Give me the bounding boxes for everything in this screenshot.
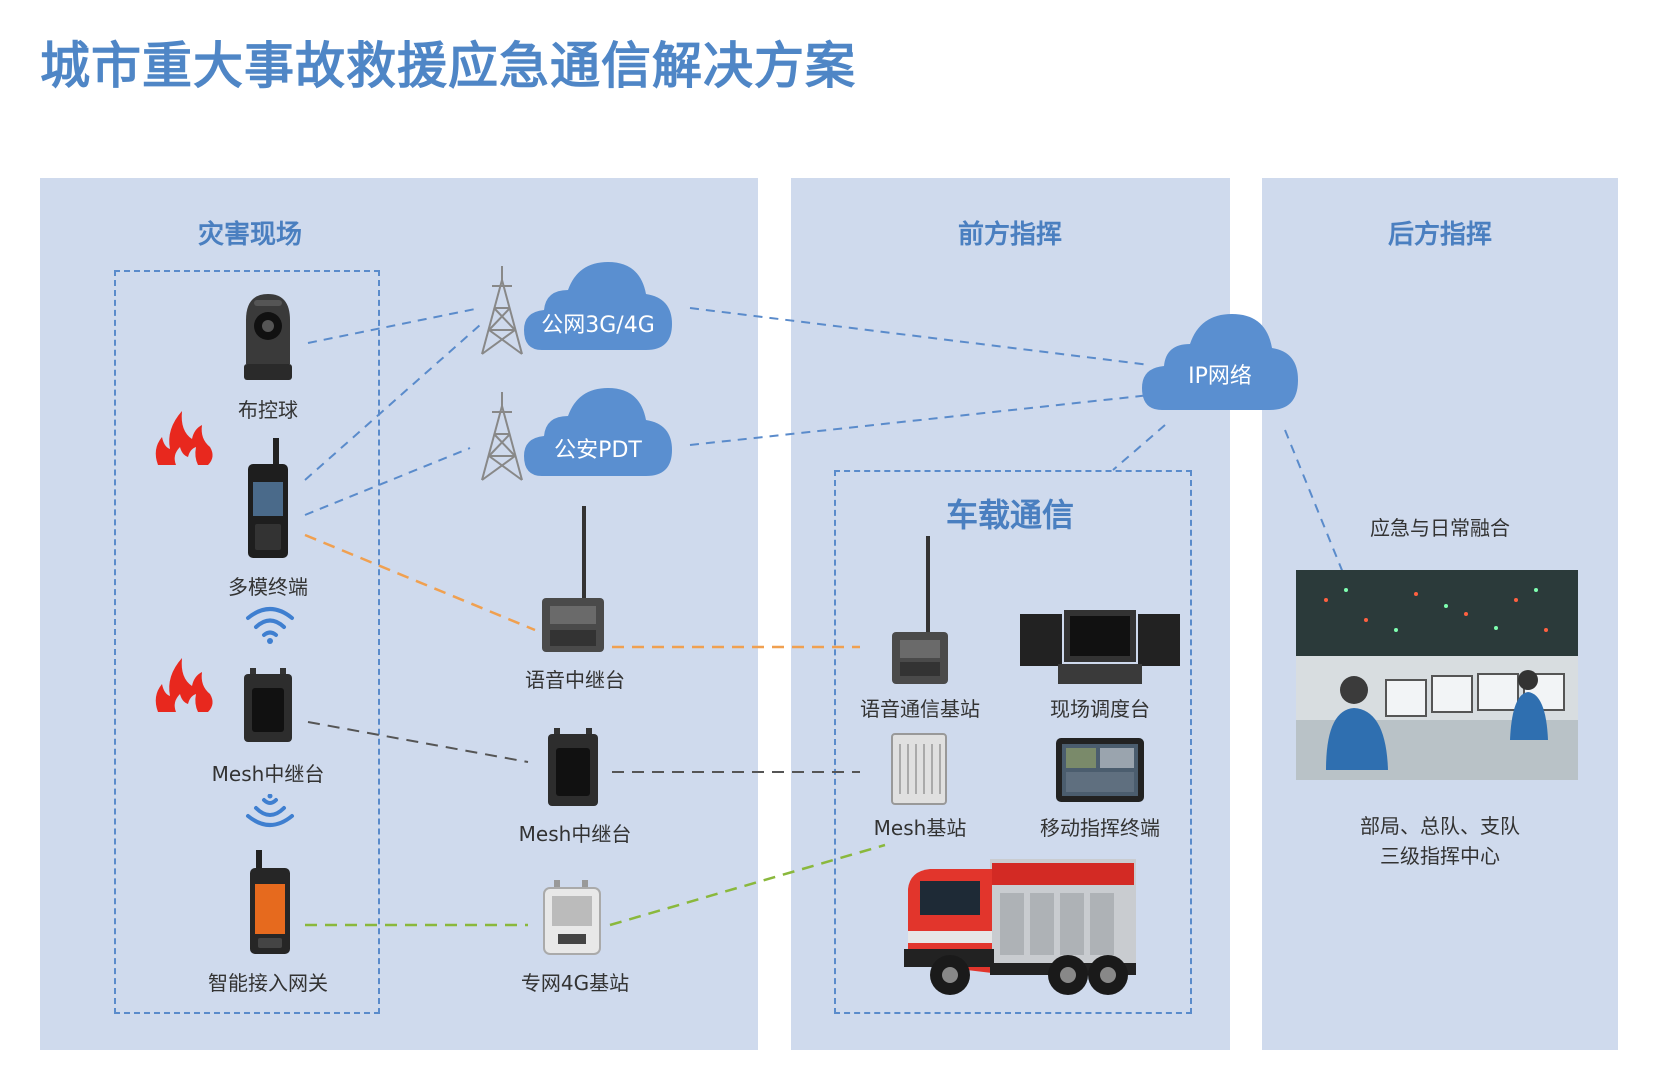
link-camera-public — [307, 307, 481, 344]
link-public-ip — [689, 307, 1151, 366]
link-terminal-pdt — [304, 447, 471, 516]
multimode-label: 多模终端 — [228, 575, 308, 599]
fire-icon — [155, 411, 213, 465]
wifi-icon — [246, 607, 294, 644]
gateway-label: 智能接入网关 — [208, 971, 328, 995]
mobile-terminal-label: 移动指挥终端 — [1040, 816, 1160, 840]
panel-title-front: 前方指挥 — [957, 220, 1062, 250]
link-terminal-public — [304, 324, 481, 481]
mesh-relay-label: Mesh中继台 — [211, 762, 325, 786]
cloud-ip-label: IP网络 — [1188, 364, 1252, 389]
mesh-relay-icon — [548, 728, 598, 806]
link-lte-mesh-base — [609, 843, 886, 927]
page-title: 城市重大事故救援应急通信解决方案 — [40, 37, 856, 95]
mesh-relay-label-middle: Mesh中继台 — [518, 822, 632, 846]
mesh-base-label: Mesh基站 — [873, 816, 967, 840]
lte-base-label: 专网4G基站 — [520, 971, 630, 995]
mesh-base-icon — [891, 733, 947, 805]
levels-label-line1: 部局、总队、支队 — [1360, 814, 1520, 838]
link-pdt-ip — [689, 394, 1151, 446]
fire-icon — [155, 658, 213, 712]
panel-title-scene: 灾害现场 — [197, 220, 302, 250]
voice-relay-icon — [542, 506, 604, 652]
command-center-photo — [1296, 570, 1578, 780]
cell-tower-icon — [481, 392, 523, 481]
cloud-icon — [524, 262, 672, 350]
voice-relay-label: 语音中继台 — [525, 668, 625, 692]
cloud-public-label: 公网3G/4G — [541, 313, 655, 338]
panel-title-rear: 后方指挥 — [1387, 220, 1492, 250]
cell-tower-icon — [481, 266, 523, 355]
levels-label-line2: 三级指挥中心 — [1380, 844, 1500, 868]
wifi-icon — [246, 794, 294, 827]
link-terminal-voice-relay — [304, 533, 536, 632]
camera-label: 布控球 — [238, 398, 298, 422]
vehicle-title: 车载通信 — [945, 496, 1074, 534]
fire-truck-icon — [904, 859, 1136, 995]
smart-gateway-icon — [250, 850, 290, 954]
cloud-icon — [524, 388, 672, 476]
link-mesh-relays — [307, 721, 529, 763]
fusion-label: 应急与日常融合 — [1370, 516, 1510, 540]
voice-base-icon — [892, 536, 948, 684]
dome-camera-icon — [244, 294, 292, 380]
console-label: 现场调度台 — [1050, 697, 1150, 721]
lte-base-icon — [543, 880, 601, 955]
cloud-icon — [1142, 314, 1298, 410]
dispatch-console-icon — [1020, 610, 1180, 684]
voice-base-label: 语音通信基站 — [860, 697, 980, 721]
scene-device-group — [114, 270, 380, 1014]
vehicle-comm-group — [834, 470, 1192, 1014]
cloud-pdt-label: 公安PDT — [554, 438, 642, 463]
link-ip-rear — [1284, 429, 1351, 591]
mesh-relay-icon — [244, 668, 292, 742]
multimode-terminal-icon — [248, 438, 288, 558]
link-ip-vehicle — [1112, 424, 1166, 471]
mobile-terminal-icon — [1056, 738, 1144, 802]
